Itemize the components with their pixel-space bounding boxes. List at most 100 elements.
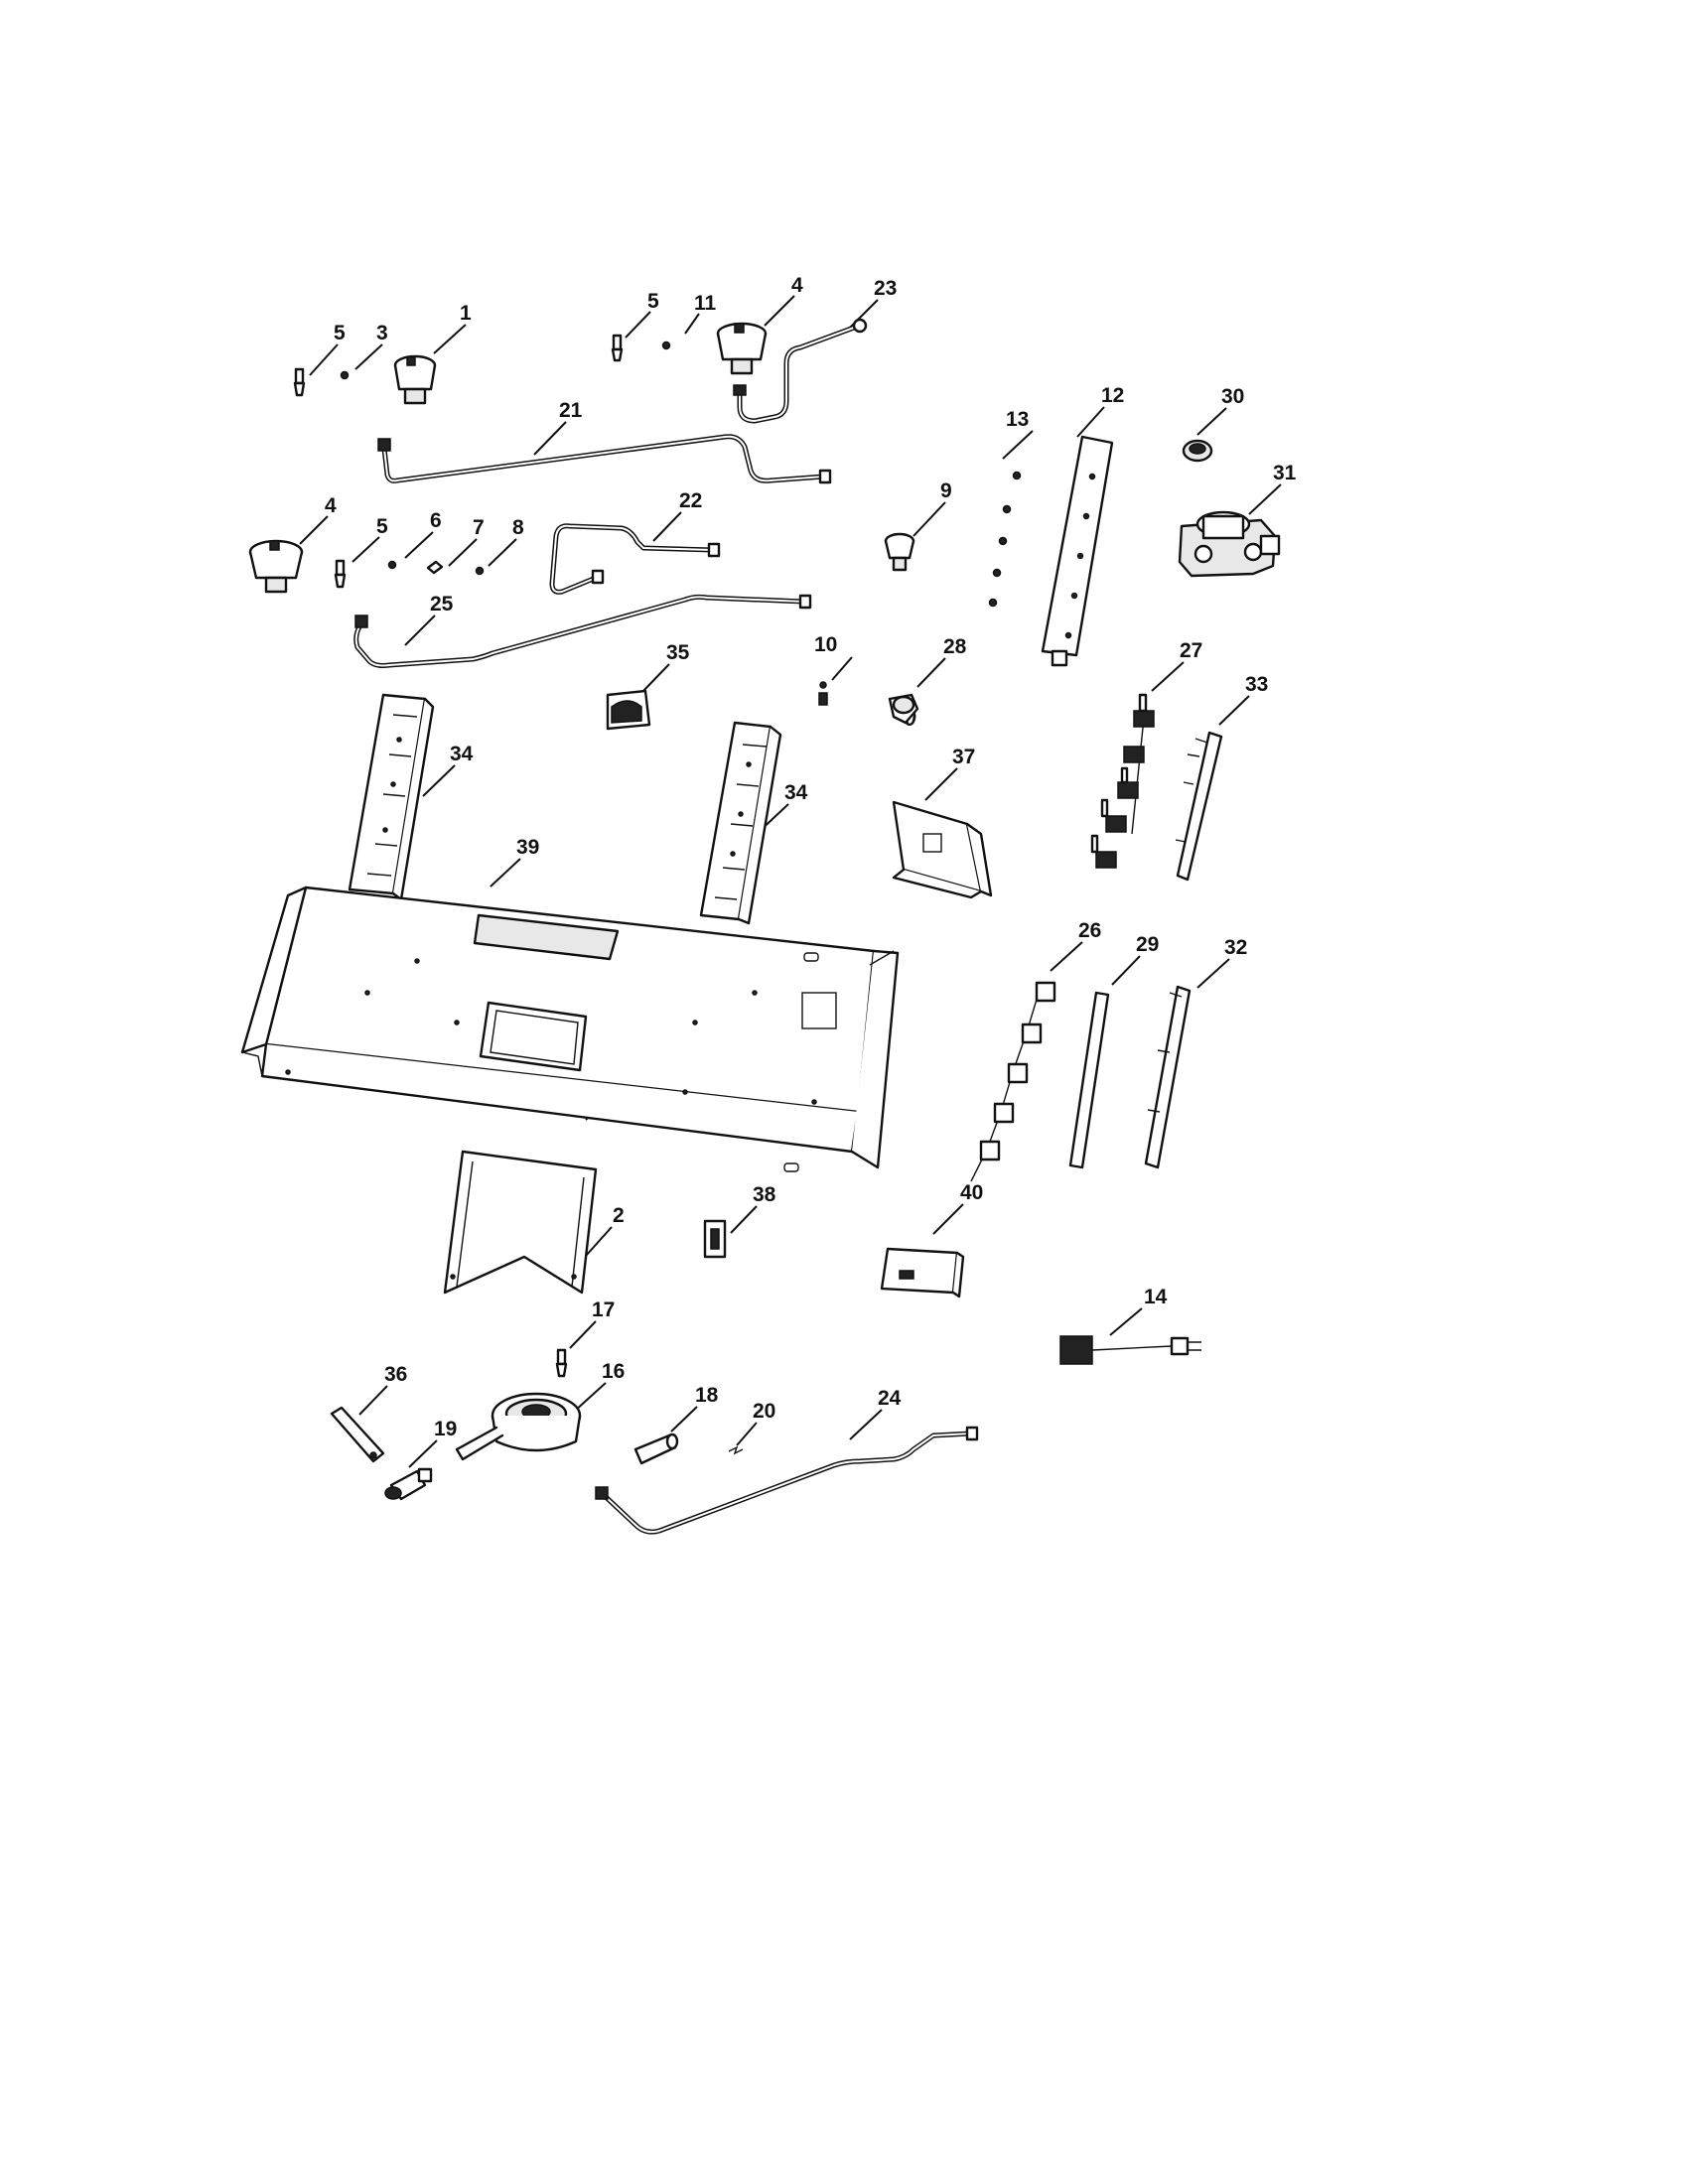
orifice-jet-17 [555, 1348, 568, 1378]
callout-18: 18 [695, 1384, 719, 1407]
leader-21 [533, 421, 567, 456]
leader-40 [932, 1203, 964, 1235]
leader-38 [730, 1205, 758, 1234]
callout-labels: 1 2 3 4 4 5 5 5 6 7 8 9 10 11 12 13 14 1… [325, 274, 1297, 1440]
gas-tube-25 [353, 594, 812, 668]
callout-31: 31 [1273, 462, 1297, 484]
callout-26: 26 [1078, 919, 1101, 942]
nut-11 [661, 341, 671, 350]
leader-3 [354, 343, 383, 370]
leader-29 [1111, 955, 1141, 986]
gas-tube-23 [733, 318, 868, 424]
gas-tube-24 [595, 1426, 979, 1535]
leader-24 [849, 1409, 883, 1440]
callout-8: 8 [512, 516, 524, 539]
leader-19 [408, 1439, 438, 1468]
leader-36 [358, 1385, 388, 1416]
callout-27: 27 [1180, 639, 1202, 662]
callout-37: 37 [952, 746, 975, 768]
valve-bracket-33 [1175, 731, 1223, 882]
leader-9 [912, 501, 946, 537]
burner-head-4-left [248, 539, 304, 594]
callout-11: 11 [694, 292, 717, 315]
callout-25: 25 [430, 593, 454, 615]
callout-21: 21 [559, 399, 583, 422]
panel-bracket-37 [892, 800, 993, 899]
nut-8 [475, 566, 485, 576]
support-channel-2 [443, 1150, 598, 1295]
callout-14: 14 [1144, 1286, 1168, 1308]
orifice-jet-5-lower [334, 559, 347, 589]
leader-34-left [422, 764, 456, 797]
igniter-harness-26 [970, 981, 1056, 1182]
orifice-jet-5-left [293, 367, 306, 397]
callout-30: 30 [1221, 385, 1244, 408]
leader-6 [404, 531, 434, 559]
callout-10: 10 [814, 633, 837, 656]
callout-38: 38 [753, 1183, 776, 1206]
callout-7: 7 [473, 516, 485, 539]
gas-tube-22 [549, 523, 721, 595]
callout-12: 12 [1101, 384, 1124, 407]
control-valve-set-27 [1090, 693, 1155, 869]
elbow-fitting-28 [888, 693, 919, 725]
side-bracket-32 [1144, 985, 1192, 1169]
rod-29 [1068, 991, 1110, 1169]
leader-37 [924, 767, 958, 801]
callout-24: 24 [878, 1387, 902, 1410]
leader-10 [831, 656, 853, 681]
spring-10 [818, 681, 828, 706]
callout-34-right: 34 [784, 781, 808, 804]
callout-5-left: 5 [334, 322, 346, 344]
callout-2: 2 [613, 1204, 625, 1227]
callout-32: 32 [1224, 936, 1247, 959]
callout-3: 3 [376, 322, 388, 344]
callout-4-left: 4 [325, 494, 337, 517]
clip-7 [426, 560, 444, 575]
leader-7 [448, 538, 478, 567]
leader-4-upper [764, 295, 795, 327]
callout-5-upper: 5 [647, 290, 659, 313]
leader-30 [1196, 407, 1227, 436]
callout-1: 1 [460, 302, 472, 325]
leader-17 [569, 1320, 597, 1349]
main-burner-16 [455, 1392, 582, 1461]
callout-35: 35 [666, 641, 690, 664]
spring-20 [728, 1445, 744, 1455]
burner-rail-34-right [699, 721, 782, 925]
igniter-19 [384, 1467, 433, 1501]
leader-2 [585, 1226, 613, 1257]
callout-5-lower: 5 [376, 515, 388, 538]
callout-22: 22 [679, 489, 702, 512]
callout-4-upper: 4 [791, 274, 803, 297]
gas-regulator-valve-31 [1178, 510, 1281, 578]
nut-3 [340, 370, 350, 380]
leader-5-left [309, 343, 339, 376]
orifice-jet-5-upper [611, 334, 624, 362]
callout-9: 9 [940, 479, 952, 502]
callout-17: 17 [592, 1298, 615, 1321]
callout-28: 28 [943, 635, 967, 658]
leader-5-lower [351, 536, 380, 563]
nut-set-13 [988, 471, 1022, 608]
callout-39: 39 [516, 836, 539, 859]
leader-11 [684, 313, 700, 335]
leader-20 [736, 1422, 758, 1446]
leader-14 [1109, 1307, 1143, 1336]
spacer-38 [703, 1219, 727, 1259]
power-cord-14 [1059, 1335, 1201, 1365]
leader-5-upper [625, 311, 651, 339]
leader-39 [490, 858, 521, 887]
leader-35 [640, 663, 670, 694]
nut-6 [387, 560, 397, 570]
callout-40: 40 [960, 1181, 983, 1204]
leader-27 [1151, 661, 1185, 692]
regulator-cap-30 [1182, 439, 1213, 463]
igniter-bracket-36 [330, 1406, 385, 1463]
leader-25 [404, 614, 436, 646]
leader-18 [670, 1406, 698, 1433]
burner-rail-34-left [348, 693, 435, 901]
leader-28 [916, 657, 946, 688]
callout-29: 29 [1136, 933, 1159, 956]
